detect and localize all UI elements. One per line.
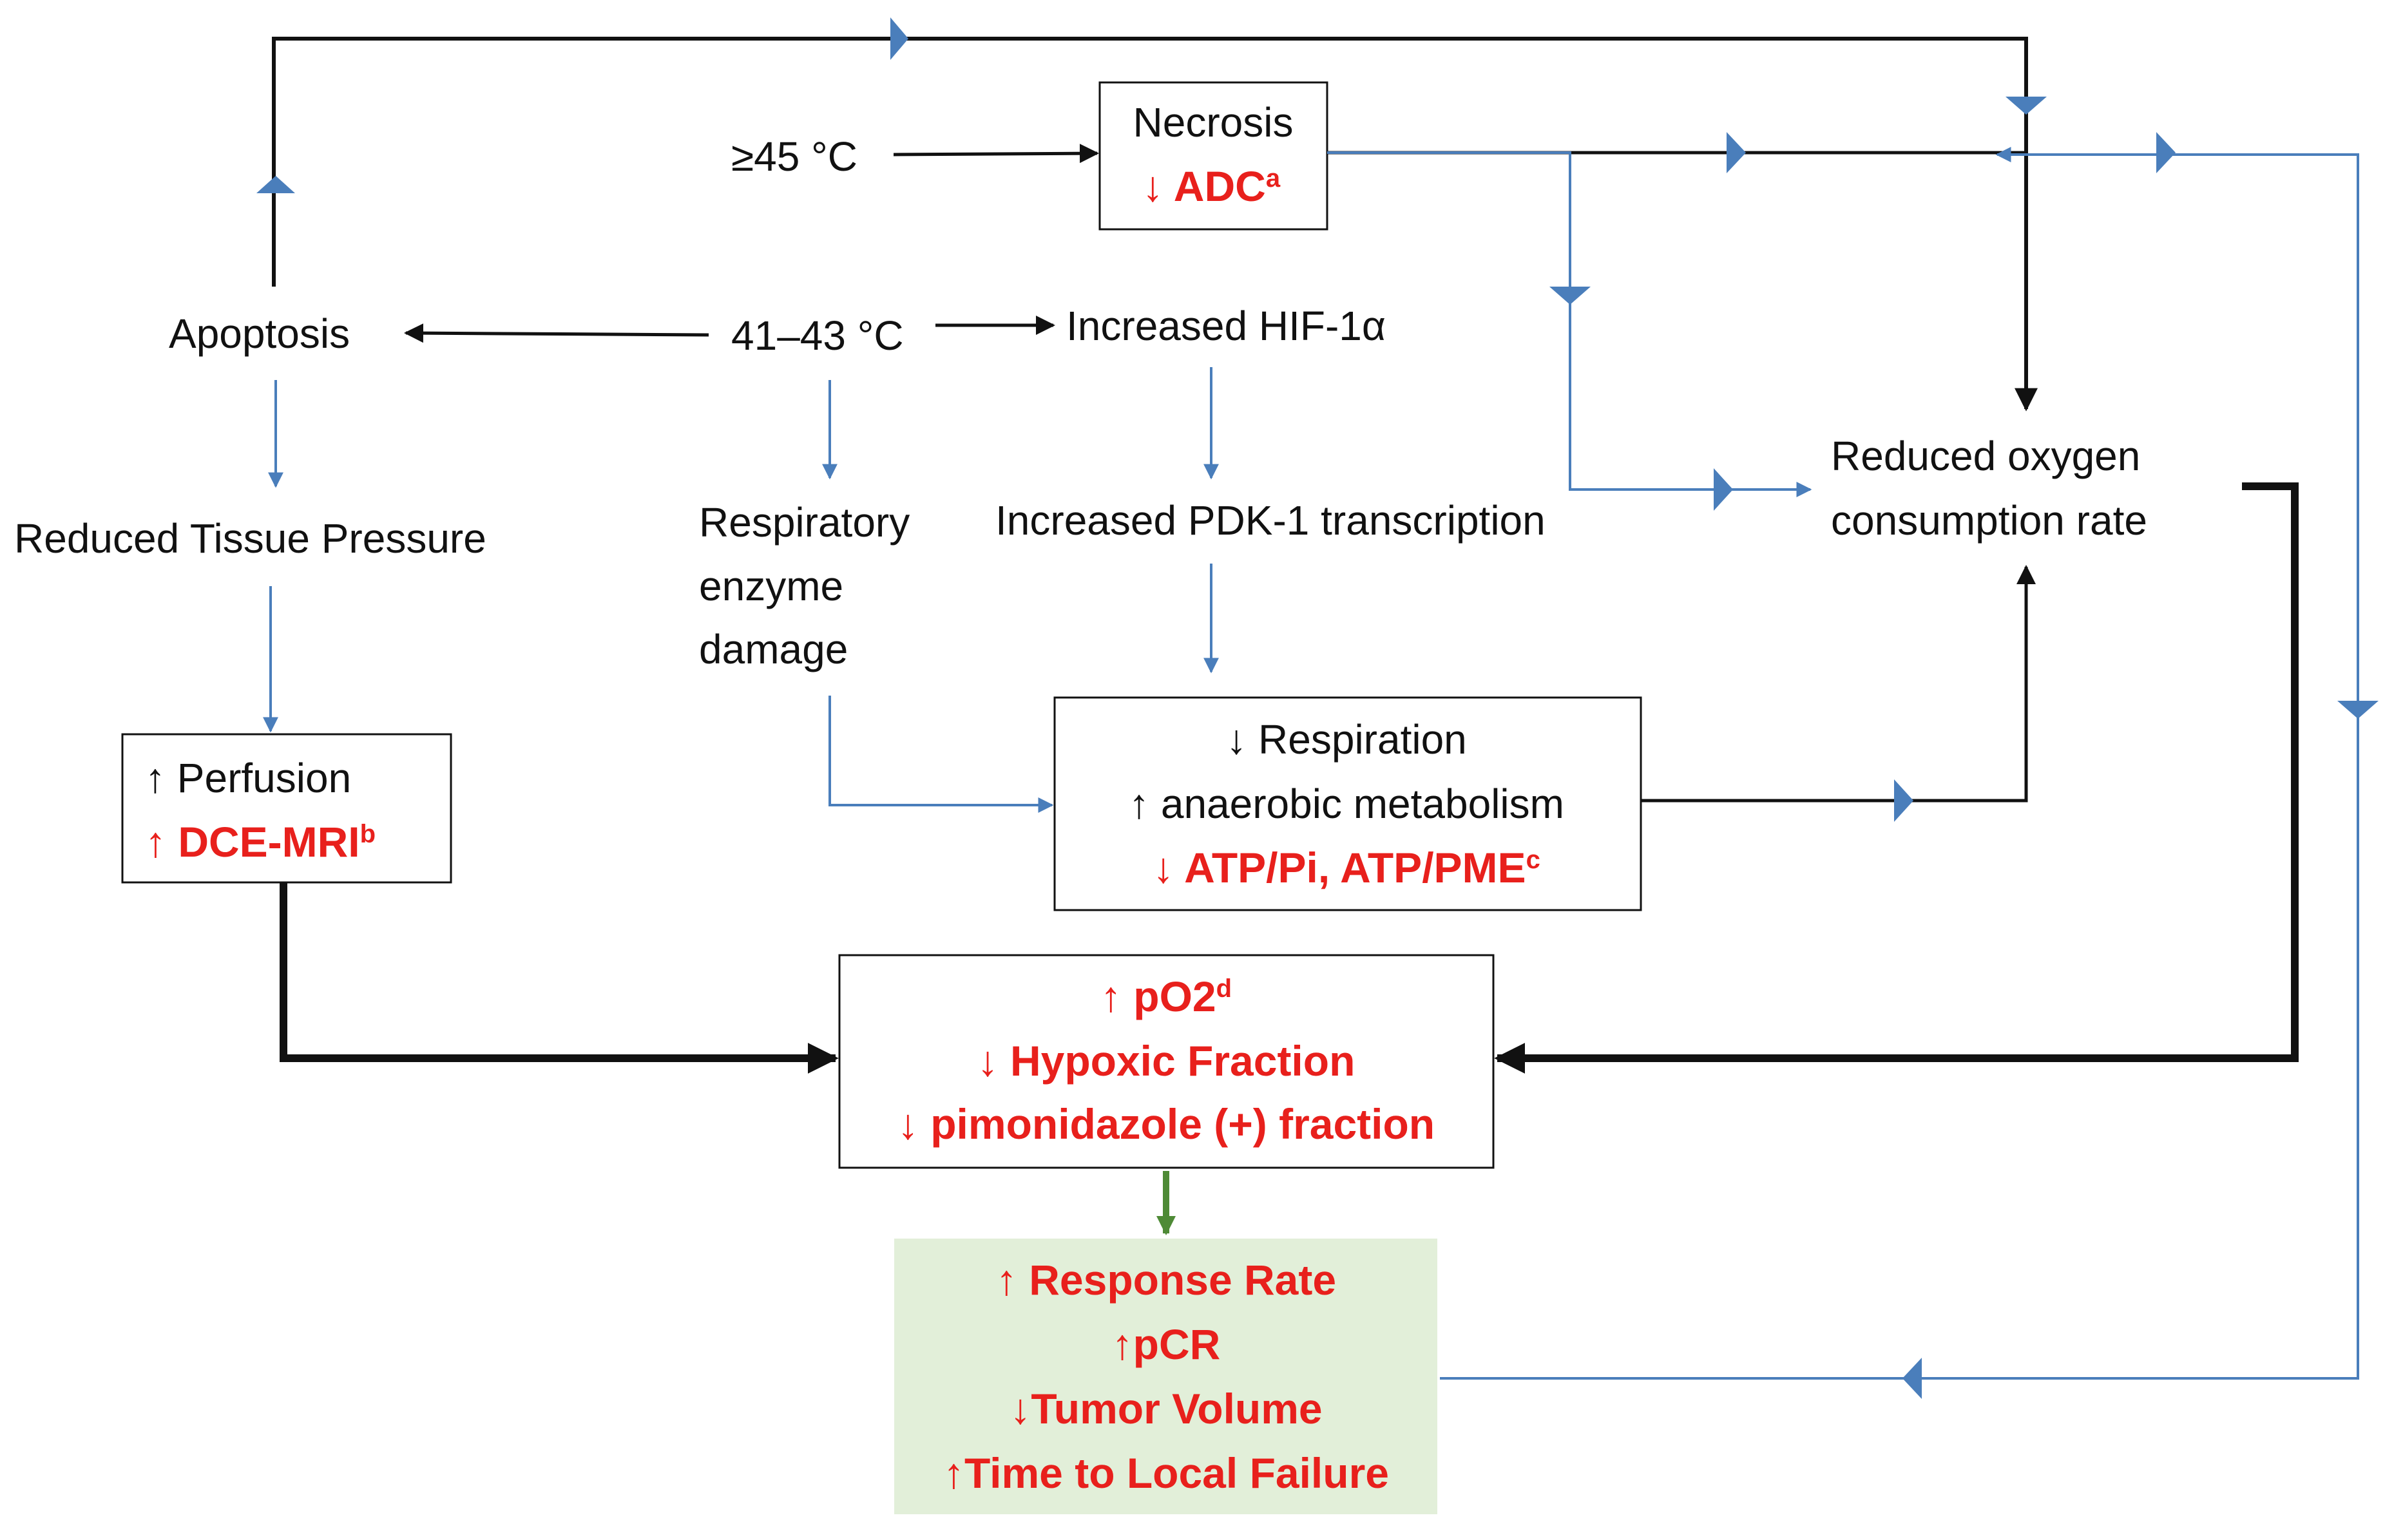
po2-superscript: d (1216, 974, 1232, 1003)
reduced-ocr-line1: Reduced oxygen (1831, 433, 2140, 479)
atp-superscript: c (1526, 846, 1540, 874)
bold-perfusion-to-po2 (280, 882, 839, 1074)
blue-necrosis-branch-to-ocr (1327, 151, 1812, 497)
respiration-box (1053, 696, 1642, 911)
po2-box (838, 954, 1495, 1169)
pdk-label: Increased PDK-1 transcription (995, 497, 1546, 544)
connector-respiration-to-ocr (1641, 565, 2036, 803)
mid-arrowhead (2156, 132, 2176, 173)
tumor-volume-label: ↓Tumor Volume (1010, 1385, 1322, 1432)
perfusion-box (121, 733, 452, 884)
necrosis-box (1098, 81, 1328, 231)
response-rate-label: ↑ Response Rate (996, 1256, 1336, 1304)
perfusion-label: ↑ Perfusion (145, 755, 351, 801)
po2-text: ↑ pO2 (1100, 973, 1216, 1020)
reduced-tissue-pressure-label: Reduced Tissue Pressure (14, 515, 486, 562)
respiratory-damage-line2: enzyme (699, 563, 843, 609)
mid-arrowhead (1549, 287, 1591, 305)
temp-high-label: ≥45 °C (731, 133, 857, 180)
arrow-temp-mid-to-apoptosis (404, 323, 709, 343)
hif-label: Increased HIF-1α (1066, 303, 1386, 349)
temp-mid-label: 41‒43 °C (731, 312, 904, 359)
mid-arrowhead (1714, 468, 1733, 511)
mid-arrowhead (256, 176, 295, 193)
dce-mri-superscript: b (360, 820, 376, 848)
necrosis-label: Necrosis (1133, 99, 1294, 146)
pimonidazole-label: ↓ pimonidazole (+) fraction (897, 1100, 1435, 1148)
outcome-box (894, 1239, 1437, 1514)
mid-arrowhead (1894, 779, 1913, 822)
anaerobic-label: ↑ anaerobic metabolism (1129, 781, 1564, 827)
mid-arrowhead (1727, 132, 1746, 173)
adc-label: ↓ ADCa (1142, 162, 1281, 210)
respiratory-damage-line1: Respiratory (699, 499, 910, 546)
respiration-label: ↓ Respiration (1226, 716, 1467, 763)
reduced-ocr-line2: consumption rate (1831, 497, 2147, 544)
apoptosis-label: Apoptosis (169, 310, 350, 357)
blue-outcome-feedback (1440, 147, 2359, 1380)
connector-apoptosis-to-top (272, 37, 2028, 287)
atp-label: ↓ ATP/Pi, ATP/PMEc (1153, 844, 1540, 891)
bold-ocr-to-po2 (1494, 482, 2299, 1074)
atp-text: ↓ ATP/Pi, ATP/PME (1153, 844, 1526, 891)
adc-superscript: a (1266, 164, 1281, 193)
respiratory-damage-line3: damage (699, 626, 848, 672)
mid-arrowhead (1902, 1358, 1922, 1399)
hypoxic-fraction-label: ↓ Hypoxic Fraction (977, 1037, 1355, 1085)
mid-arrowhead (890, 17, 908, 60)
pcr-label: ↑pCR (1112, 1320, 1221, 1368)
arrow-temp-high-to-necrosis (893, 144, 1099, 164)
mid-arrowhead (2006, 97, 2047, 115)
po2-label: ↑ pO2d (1100, 973, 1232, 1020)
dce-mri-label: ↑ DCE-MRIb (145, 818, 376, 866)
adc-text: ↓ ADC (1142, 162, 1266, 210)
time-to-local-failure-label: ↑Time to Local Failure (943, 1449, 1389, 1497)
dce-mri-text: ↑ DCE-MRI (145, 818, 360, 866)
mid-arrowhead (2337, 701, 2379, 719)
blue-damage-to-respiration (828, 696, 1054, 813)
